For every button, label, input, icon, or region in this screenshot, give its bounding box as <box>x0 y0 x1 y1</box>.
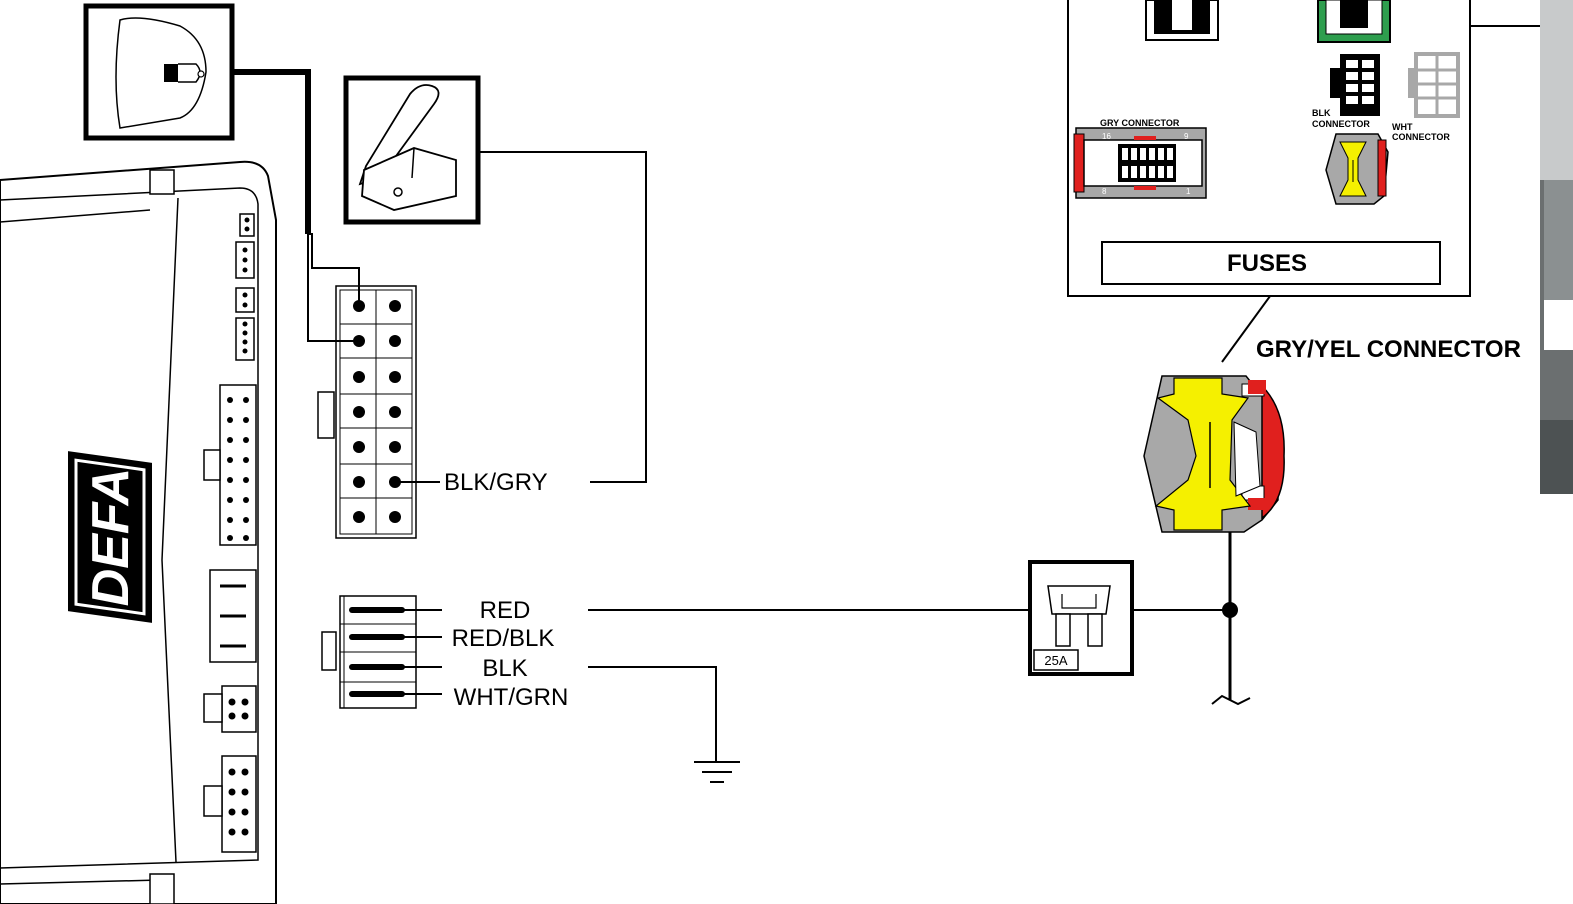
fuse-rating: 25A <box>1044 653 1067 668</box>
gry-yel-connector-small <box>1325 133 1389 205</box>
wht-connector-icon <box>1408 52 1460 118</box>
hood-switch-icon <box>83 3 235 141</box>
svg-text:DEFA: DEFA <box>82 468 140 607</box>
fuses-label: FUSES <box>1227 250 1307 277</box>
gry-yel-connector-label: GRY/YEL CONNECTOR <box>1256 336 1521 363</box>
pin-16: 16 <box>1102 132 1111 141</box>
vehicle-photo <box>1540 0 1573 494</box>
label-blk: BLK <box>482 655 527 682</box>
blk-connector-label-2: CONNECTOR <box>1312 119 1370 129</box>
connector-14pin <box>317 285 417 539</box>
label-wht-grn: WHT/GRN <box>454 684 569 711</box>
pin-9: 9 <box>1184 132 1189 141</box>
ground-icon <box>694 761 740 783</box>
wht-connector-label-1: WHT <box>1392 122 1413 132</box>
junction-dot <box>1222 602 1238 618</box>
gry-connector-label: GRY CONNECTOR <box>1100 118 1180 128</box>
lever-switch-icon <box>343 75 481 225</box>
defa-module: DEFA <box>0 160 277 904</box>
defa-logo: DEFA <box>68 451 152 623</box>
label-red: RED <box>480 597 531 624</box>
fuse-25a: 25A <box>1028 560 1134 676</box>
power-connector <box>321 595 442 709</box>
fuses-label-box <box>1101 241 1441 285</box>
pin-1: 1 <box>1186 187 1191 196</box>
gry-yel-connector-large <box>1143 375 1285 533</box>
blk-connector-icon <box>1330 54 1380 116</box>
gry-connector-icon: 16 9 8 1 <box>1073 127 1207 199</box>
blk-connector-label-1: BLK <box>1312 108 1331 118</box>
pin-8: 8 <box>1102 187 1107 196</box>
label-red-blk: RED/BLK <box>452 625 555 652</box>
label-blk-gry: BLK/GRY <box>444 469 548 496</box>
wht-connector-label-2: CONNECTOR <box>1392 132 1450 142</box>
fuse-box: BLK CONNECTOR WHT CONNECTOR GRY CONNECTO… <box>1067 0 1471 297</box>
